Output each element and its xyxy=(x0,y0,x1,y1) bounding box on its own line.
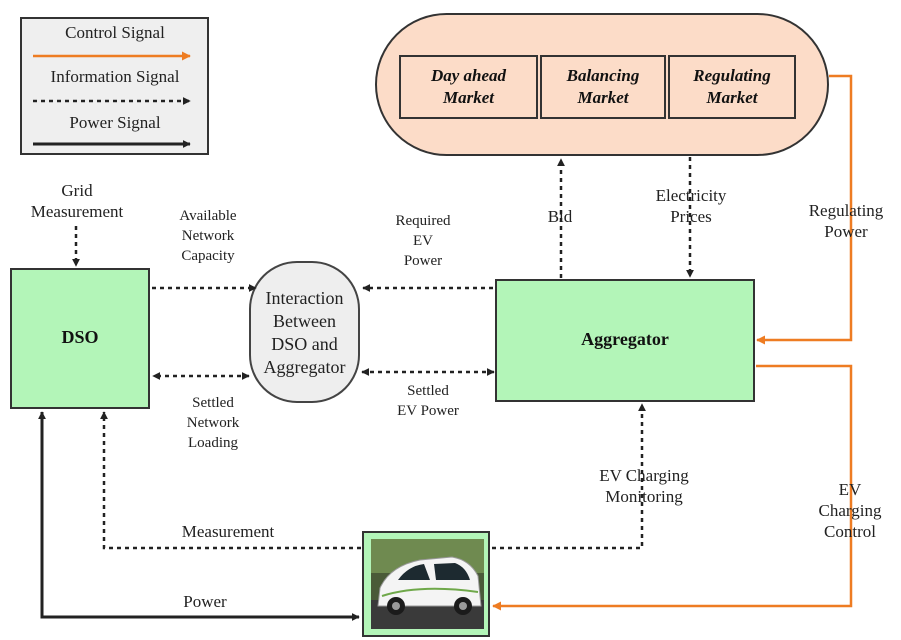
dso-label: DSO xyxy=(61,327,99,347)
interaction-node: Interaction Between DSO and Aggregator xyxy=(249,261,360,403)
power-arrow xyxy=(38,411,360,621)
legend-control-label: Control Signal xyxy=(65,23,165,42)
electric-car-icon xyxy=(371,539,484,629)
bid-label: Bid xyxy=(547,207,573,226)
aggregator-box: Aggregator xyxy=(495,279,755,402)
legend-box xyxy=(20,17,209,155)
legend-information-label: Information Signal xyxy=(50,67,180,86)
power-label: Power xyxy=(183,592,227,611)
interaction-label: Interaction Between DSO and Aggregator xyxy=(263,288,346,377)
ev-monitoring-arrow xyxy=(492,403,646,550)
dso-box: DSO xyxy=(10,268,150,409)
measurement-label: Measurement xyxy=(181,522,275,541)
regulating-power-arrow xyxy=(756,74,853,345)
legend-power-label: Power Signal xyxy=(69,113,161,132)
aggregator-label: Aggregator xyxy=(581,329,669,349)
ev-charging-control-arrow xyxy=(492,364,853,611)
